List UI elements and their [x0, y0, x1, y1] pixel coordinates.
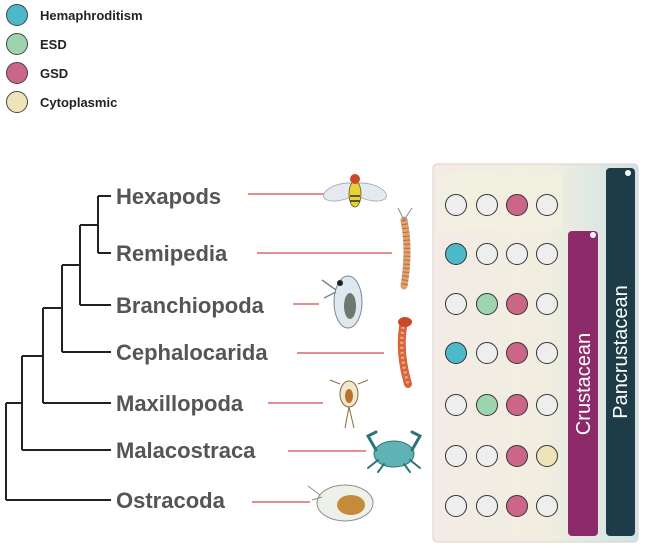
connector-lines — [248, 193, 392, 503]
fly-icon — [323, 174, 387, 208]
ostracod-icon — [307, 484, 374, 522]
daphnia-icon — [321, 275, 363, 329]
taxon-label-ostracoda: Ostracoda — [116, 488, 226, 513]
state-cell-ostracoda-gsd — [506, 495, 528, 517]
legend-item-gsd: GSD — [6, 62, 68, 84]
state-cell-cephalocarida-esd — [476, 342, 498, 364]
tree-branch-maxillopoda — [22, 308, 111, 404]
legend-label-esd: ESD — [40, 36, 67, 52]
state-cell-hexapods-esd — [476, 194, 498, 216]
crab-icon — [365, 430, 423, 473]
taxon-label-hexapods: Hexapods — [116, 184, 221, 209]
state-cell-cephalocarida-cytoplasmic — [536, 342, 558, 364]
state-cell-branchiopoda-cytoplasmic — [536, 293, 558, 315]
tree-branch-hexapods-remipedia — [80, 195, 111, 254]
pancrustacean-bar — [606, 168, 635, 536]
esd-swatch — [6, 33, 28, 55]
state-cell-remipedia-hermaphroditism — [445, 243, 467, 265]
state-cell-malacostraca-cytoplasmic — [536, 445, 558, 467]
state-cell-cephalocarida-hermaphroditism — [445, 342, 467, 364]
legend-item-hermaphroditism: Hemaphroditism — [6, 4, 143, 26]
tree-branch-cephalocarida — [43, 265, 111, 353]
tree-branch-malacostraca — [6, 356, 111, 451]
pancrustacean-marker — [625, 170, 631, 176]
state-cell-hexapods-cytoplasmic — [536, 194, 558, 216]
tree-branch-ostracoda — [5, 403, 111, 501]
legend-label-cytoplasmic: Cytoplasmic — [40, 94, 118, 110]
cephalocarid-icon — [397, 317, 412, 388]
state-cell-remipedia-cytoplasmic — [536, 243, 558, 265]
crustacean-bar — [568, 231, 598, 536]
state-cell-maxillopoda-esd — [476, 394, 498, 416]
taxon-label-malacostraca: Malacostraca — [116, 438, 256, 463]
legend-label-gsd: GSD — [40, 65, 69, 81]
clade-label-pancrustacean: Pancrustacean — [610, 285, 632, 418]
hermaphroditism-swatch — [6, 4, 28, 26]
clade-bar-crustacean: Crustacean — [568, 231, 598, 536]
taxon-labels: Hexapods Remipedia Branchiopoda Cephaloc… — [116, 184, 268, 513]
taxon-label-branchiopoda: Branchiopoda — [116, 293, 265, 318]
state-cell-ostracoda-cytoplasmic — [536, 495, 558, 517]
state-cell-maxillopoda-cytoplasmic — [536, 394, 558, 416]
state-cell-maxillopoda-gsd — [506, 394, 528, 416]
clade-label-crustacean: Crustacean — [573, 333, 595, 435]
remipede-icon — [397, 207, 413, 290]
legend-item-esd: ESD — [6, 33, 67, 55]
legend-item-cytoplasmic: Cytoplasmic — [6, 91, 117, 113]
cytoplasmic-swatch — [6, 91, 28, 113]
state-cell-ostracoda-esd — [476, 495, 498, 517]
tree-branch-branchiopoda — [62, 225, 111, 306]
hexapod-state-band — [438, 172, 563, 230]
state-cell-maxillopoda-hermaphroditism — [445, 394, 467, 416]
state-cell-ostracoda-hermaphroditism — [445, 495, 467, 517]
state-cell-malacostraca-hermaphroditism — [445, 445, 467, 467]
state-cell-hexapods-hermaphroditism — [445, 194, 467, 216]
copepod-icon — [329, 379, 369, 429]
state-cell-branchiopoda-gsd — [506, 293, 528, 315]
state-cell-branchiopoda-hermaphroditism — [445, 293, 467, 315]
state-cell-malacostraca-esd — [476, 445, 498, 467]
sex-determination-matrix — [445, 194, 558, 517]
state-cell-remipedia-esd — [476, 243, 498, 265]
legend-label-hermaphroditism: Hemaphroditism — [40, 7, 143, 23]
taxon-label-cephalocarida: Cephalocarida — [116, 340, 268, 365]
phylogenetic-tree — [5, 195, 111, 501]
state-cell-remipedia-gsd — [506, 243, 528, 265]
taxon-label-maxillopoda: Maxillopoda — [116, 391, 244, 416]
gsd-swatch — [6, 62, 28, 84]
state-cell-hexapods-gsd — [506, 194, 528, 216]
crustacean-marker — [590, 232, 596, 238]
state-cell-branchiopoda-esd — [476, 293, 498, 315]
state-cell-cephalocarida-gsd — [506, 342, 528, 364]
state-cell-malacostraca-gsd — [506, 445, 528, 467]
taxon-label-remipedia: Remipedia — [116, 241, 228, 266]
clade-bar-pancrustacean: Pancrustacean — [606, 168, 635, 536]
